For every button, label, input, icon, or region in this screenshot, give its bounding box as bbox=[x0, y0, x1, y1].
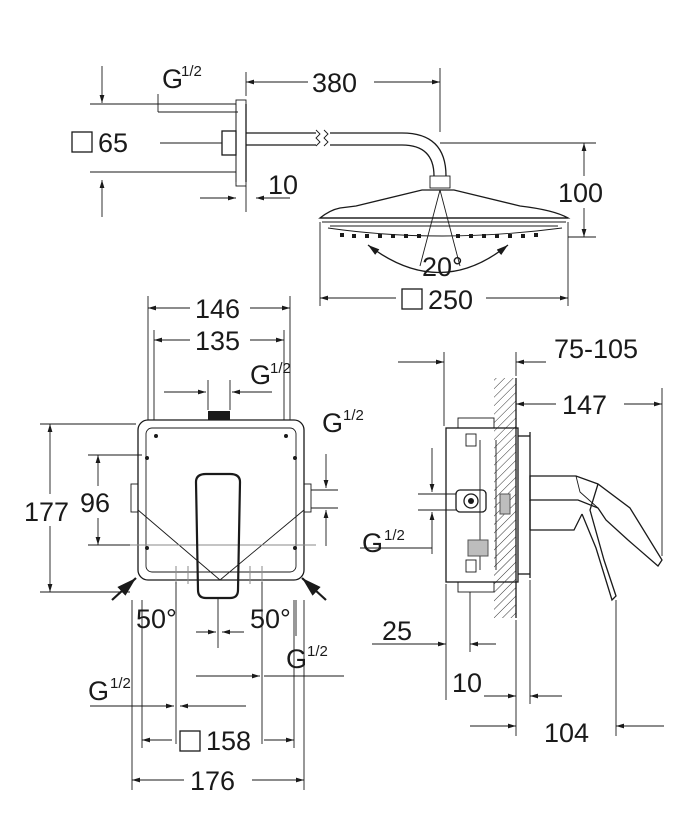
dim-176: 176 bbox=[190, 766, 235, 796]
bottom-left-thread: G bbox=[88, 676, 109, 706]
bottom-right-frac: 1/2 bbox=[307, 643, 328, 660]
top-outlet-thread: G bbox=[250, 360, 271, 390]
dim-135: 135 bbox=[195, 326, 240, 356]
mixer-lever bbox=[194, 472, 242, 600]
dim-20deg: 20° bbox=[422, 252, 463, 282]
angle-right: 50° bbox=[250, 604, 291, 634]
flange-thread-frac: 1/2 bbox=[181, 63, 202, 80]
dim-10-side: 10 bbox=[452, 668, 482, 698]
dim-177: 177 bbox=[24, 497, 69, 527]
dim-65: 65 bbox=[98, 128, 128, 158]
dim-25: 25 bbox=[382, 616, 412, 646]
shower-arm bbox=[246, 129, 451, 189]
lever-profile bbox=[529, 475, 663, 567]
dim-100: 100 bbox=[558, 178, 603, 208]
wall-flange bbox=[160, 99, 247, 187]
side-view-thread: G bbox=[362, 528, 383, 558]
dim-146: 146 bbox=[195, 294, 240, 324]
mixer-body bbox=[137, 419, 305, 581]
side-outlet-frac: 1/2 bbox=[343, 407, 364, 424]
top-outlet-frac: 1/2 bbox=[270, 360, 291, 377]
dim-96: 96 bbox=[80, 488, 110, 518]
side-outlet-thread: G bbox=[322, 408, 343, 438]
dim-147: 147 bbox=[562, 390, 607, 420]
shower-head-view: 380 G 1/2 65 10 100 20° 250 bbox=[71, 63, 603, 315]
mixer-side-view: 75-105 147 G 1/2 25 10 104 bbox=[360, 334, 664, 748]
dim-380: 380 bbox=[312, 68, 357, 98]
dim-75-105: 75-105 bbox=[554, 334, 638, 364]
angle-left: 50° bbox=[136, 604, 177, 634]
side-view-frac: 1/2 bbox=[384, 527, 405, 544]
dim-104: 104 bbox=[544, 718, 589, 748]
dim-250: 250 bbox=[428, 285, 473, 315]
dim-158: 158 bbox=[206, 726, 251, 756]
top-outlet bbox=[208, 411, 230, 420]
bottom-right-thread: G bbox=[286, 644, 307, 674]
shower-head bbox=[318, 189, 571, 238]
mixer-front-view: 146 135 G 1/2 G 1/2 177 96 50° bbox=[24, 294, 364, 796]
flange-thread-label: G bbox=[162, 64, 183, 94]
dim-10-top: 10 bbox=[268, 170, 298, 200]
bottom-left-frac: 1/2 bbox=[110, 675, 131, 692]
